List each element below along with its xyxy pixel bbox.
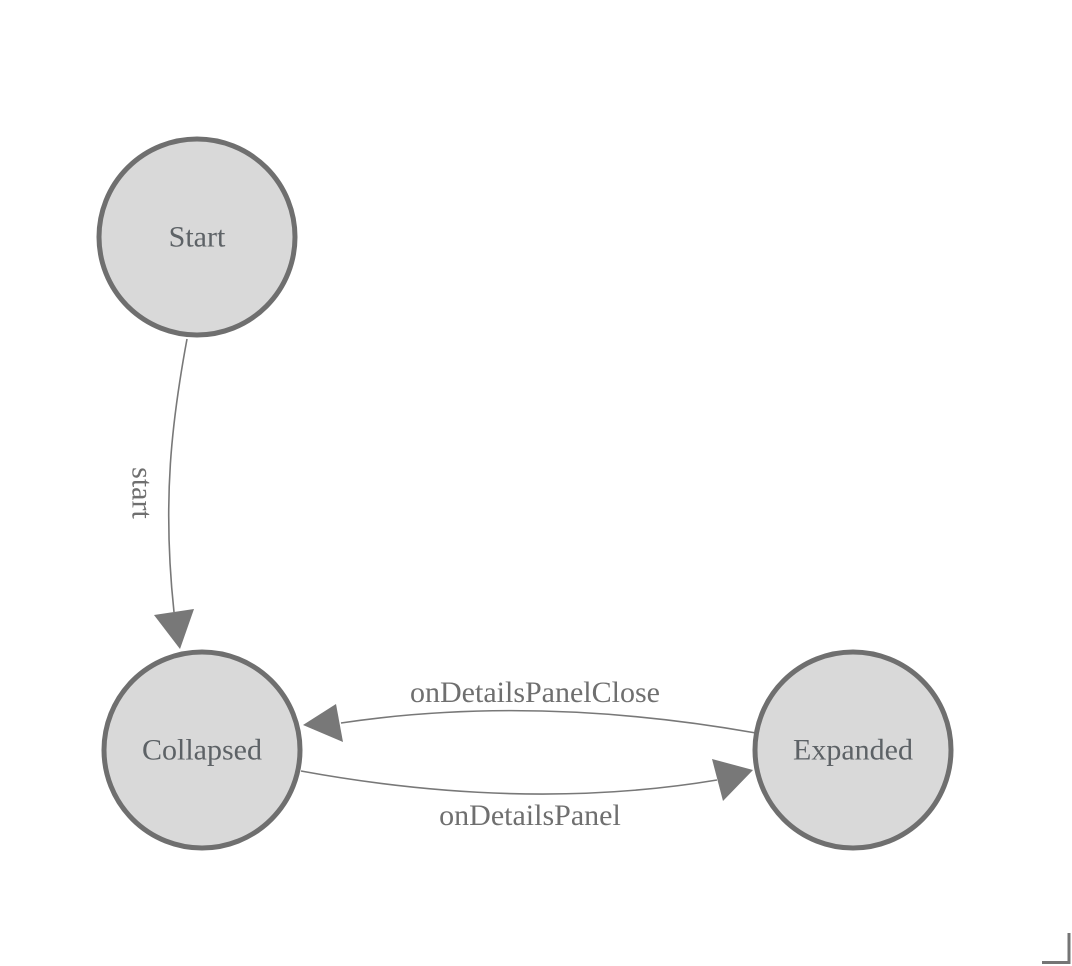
state-node-collapsed[interactable]: Collapsed xyxy=(101,649,303,851)
state-node-start[interactable]: Start xyxy=(96,136,298,338)
arrowhead-icon xyxy=(712,759,753,801)
state-node-expanded[interactable]: Expanded xyxy=(752,649,954,851)
edge-line-ondetailspanel xyxy=(300,770,718,795)
state-circle-collapsed[interactable] xyxy=(101,649,303,851)
edge-line-start xyxy=(167,338,188,613)
transition-edge-ondetailspanel: onDetailsPanel xyxy=(300,759,753,832)
resize-corner-icon[interactable] xyxy=(1042,933,1071,964)
edge-line-ondetailspanelclose xyxy=(340,709,757,734)
arrowhead-icon xyxy=(303,704,343,742)
transition-edge-start: start xyxy=(126,338,194,649)
arrowhead-icon xyxy=(154,609,194,649)
state-circle-start[interactable] xyxy=(96,136,298,338)
edge-label-start: start xyxy=(126,467,159,519)
edge-label-ondetailspanel: onDetailsPanel xyxy=(439,799,621,832)
transition-edge-ondetailspanelclose: onDetailsPanelClose xyxy=(303,676,757,742)
state-circle-expanded[interactable] xyxy=(752,649,954,851)
edge-label-ondetailspanelclose: onDetailsPanelClose xyxy=(410,676,660,709)
